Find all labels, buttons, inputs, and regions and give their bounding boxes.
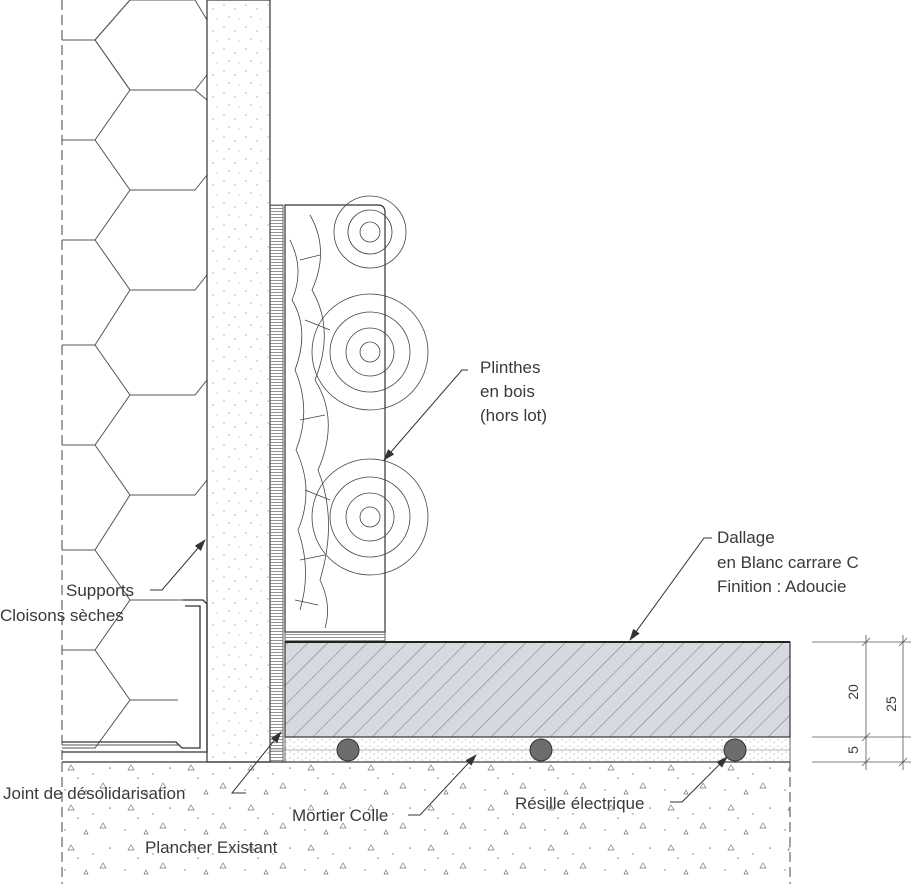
- label-supports-line2: Cloisons sèches: [0, 606, 124, 625]
- heating-cable-3: [723, 738, 747, 762]
- existing-floor: [61, 761, 791, 884]
- label-plancher: Plancher Existant: [145, 838, 278, 857]
- heating-cable-1: [336, 738, 360, 762]
- marble-tile: [284, 641, 791, 738]
- dim-total-thickness: 25: [883, 696, 899, 712]
- label-plinthes-line1: Plinthes: [480, 358, 540, 377]
- label-dallage-line1: Dallage: [717, 528, 775, 547]
- plasterboard: [206, 0, 271, 763]
- label-resille: Résille électrique: [515, 794, 644, 813]
- insulation-panel: [61, 0, 208, 760]
- label-dallage-line3: Finition : Adoucie: [717, 577, 846, 596]
- dimension-lines: [812, 635, 911, 770]
- label-supports-line1: Supports: [66, 581, 134, 600]
- dim-tile-thickness: 20: [845, 684, 861, 700]
- label-joint: Joint de désolidarisation: [3, 784, 185, 803]
- heating-cable-2: [529, 738, 553, 762]
- label-dallage-line2: en Blanc carrare C: [717, 553, 859, 572]
- label-dallage: Dallage en Blanc carrare C Finition : Ad…: [717, 528, 859, 596]
- label-plinthes: Plinthes en bois (hors lot): [480, 358, 547, 425]
- separation-joint-strip: [269, 204, 284, 763]
- label-supports: Supports Cloisons sèches: [0, 581, 134, 625]
- dim-bed-thickness: 5: [845, 746, 861, 754]
- label-plinthes-line2: en bois: [480, 382, 535, 401]
- label-plinthes-line3: (hors lot): [480, 406, 547, 425]
- leaders: [150, 369, 728, 816]
- heating-cables: [336, 738, 747, 762]
- wooden-skirting: [284, 195, 429, 643]
- label-mortier: Mortier Colle: [292, 806, 388, 825]
